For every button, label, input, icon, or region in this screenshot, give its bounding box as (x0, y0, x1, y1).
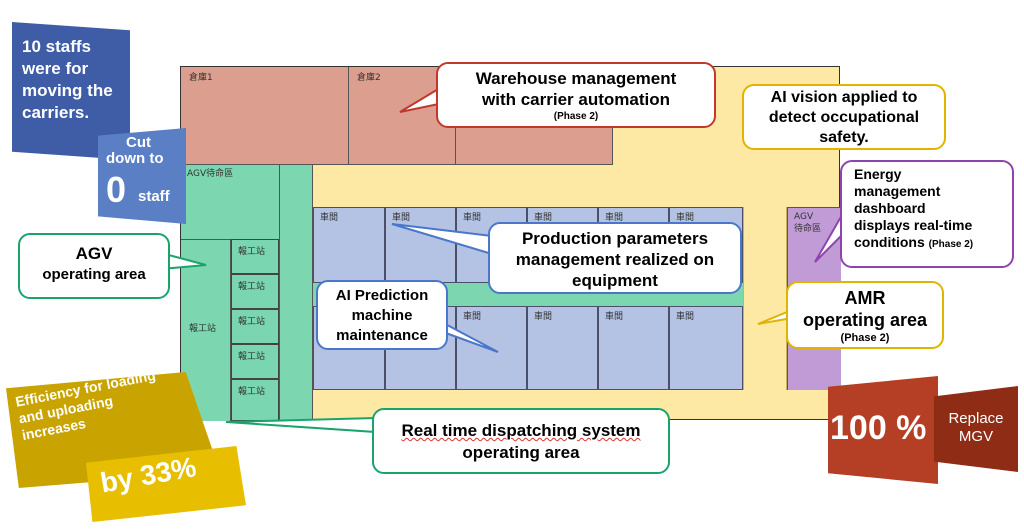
cut-line1: Cut (126, 134, 151, 151)
workshop-cell: 車間 (669, 306, 743, 390)
report-station-main-label: 報工站 (189, 324, 217, 334)
prediction-line3: maintenance (336, 327, 428, 344)
production-parameters-callout: Production parameters management realize… (488, 222, 742, 294)
agv-area-callout: AGV operating area (18, 233, 170, 299)
agv-operating-zone: AGV待命區 報工站 報工站 報工站 報工站 報工站 報工站 (181, 165, 313, 421)
energy-line5-row: conditions (Phase 2) (854, 234, 1012, 253)
ai-vision-line1: AI vision applied to (770, 89, 918, 106)
warehouse-callout-line1: Warehouse management (475, 69, 677, 88)
cut-unit: staff (138, 188, 170, 205)
production-line2: management realized on (515, 250, 715, 269)
agv-inner-divider: 報工站 (181, 239, 231, 421)
energy-line3: dashboard (854, 200, 926, 216)
production-callout-pointer (391, 223, 493, 256)
report-station: 報工站 (231, 274, 279, 309)
cut-down-banner: Cut down to 0 staff (98, 128, 186, 224)
workshop-cell: 車間 (527, 306, 598, 390)
warehouse-2-label: 倉庫2 (357, 73, 381, 83)
dispatch-callout-pointer (225, 416, 377, 434)
warehouse-management-callout: Warehouse management with carrier automa… (436, 62, 716, 128)
agv-standby-right-label-1: AGV (794, 212, 814, 222)
ai-vision-line2: detect occupational (768, 109, 920, 126)
warehouse-callout-note: (Phase 2) (553, 111, 599, 122)
warehouse-1-label: 倉庫1 (189, 73, 213, 83)
agv-standby-right-label-2: 待命區 (794, 224, 822, 234)
hundred-percent-banner: 100 % (828, 376, 938, 484)
report-station: 報工站 (231, 239, 279, 274)
workshop-cell: 車間 (598, 306, 669, 390)
amr-line1: AMR (844, 288, 886, 308)
amr-area-callout: AMR operating area (Phase 2) (786, 281, 944, 349)
agv-lane (279, 165, 313, 421)
energy-callout-pointer (814, 211, 843, 263)
staffs-line1: 10 staffs (22, 37, 91, 56)
dispatch-line1: Real time dispatching system (401, 421, 641, 440)
staffs-line3: moving the (22, 81, 113, 100)
replace-line2: MGV (958, 428, 994, 445)
workshop-cell: 車間 (313, 207, 385, 283)
agv-callout-line2: operating area (42, 266, 146, 283)
energy-line1: Energy (854, 166, 902, 182)
energy-dashboard-callout: Energy management dashboard displays rea… (840, 160, 1014, 268)
cut-line2: down to (106, 150, 164, 167)
report-station: 報工站 (231, 344, 279, 379)
warehouse-1: 倉庫1 (181, 67, 349, 165)
replace-mgv-banner: Replace MGV (934, 386, 1018, 472)
energy-line2: management (854, 183, 941, 199)
prediction-line2: machine (351, 307, 413, 324)
ai-vision-line3: safety. (819, 129, 869, 146)
agv-callout-line1: AGV (75, 244, 113, 263)
prediction-line1: AI Prediction (335, 287, 429, 304)
staffs-line2: were for (22, 59, 89, 78)
energy-note: (Phase 2) (928, 239, 974, 250)
ai-vision-callout: AI vision applied to detect occupational… (742, 84, 946, 150)
production-line1: Production parameters (521, 229, 709, 248)
hundred-percent-text: 100 % (830, 409, 927, 447)
cut-big-number: 0 (106, 169, 127, 210)
replace-line1: Replace (948, 410, 1004, 427)
dispatching-system-callout: Real time dispatching system operating a… (372, 408, 670, 474)
warehouse-callout-line2: with carrier automation (482, 90, 670, 109)
energy-line4: displays real-time (854, 217, 973, 233)
report-station: 報工站 (231, 309, 279, 344)
production-line3: equipment (572, 271, 658, 290)
agv-standby-left-label: AGV待命區 (187, 169, 234, 179)
amr-line2: operating area (802, 310, 928, 330)
energy-line5: conditions (854, 234, 925, 250)
workshop-cell: 車間 (385, 207, 456, 283)
ai-prediction-callout: AI Prediction machine maintenance (316, 280, 448, 350)
staffs-line4: carriers. (22, 103, 90, 122)
amr-note: (Phase 2) (840, 332, 890, 344)
dispatch-line2: operating area (462, 443, 580, 462)
